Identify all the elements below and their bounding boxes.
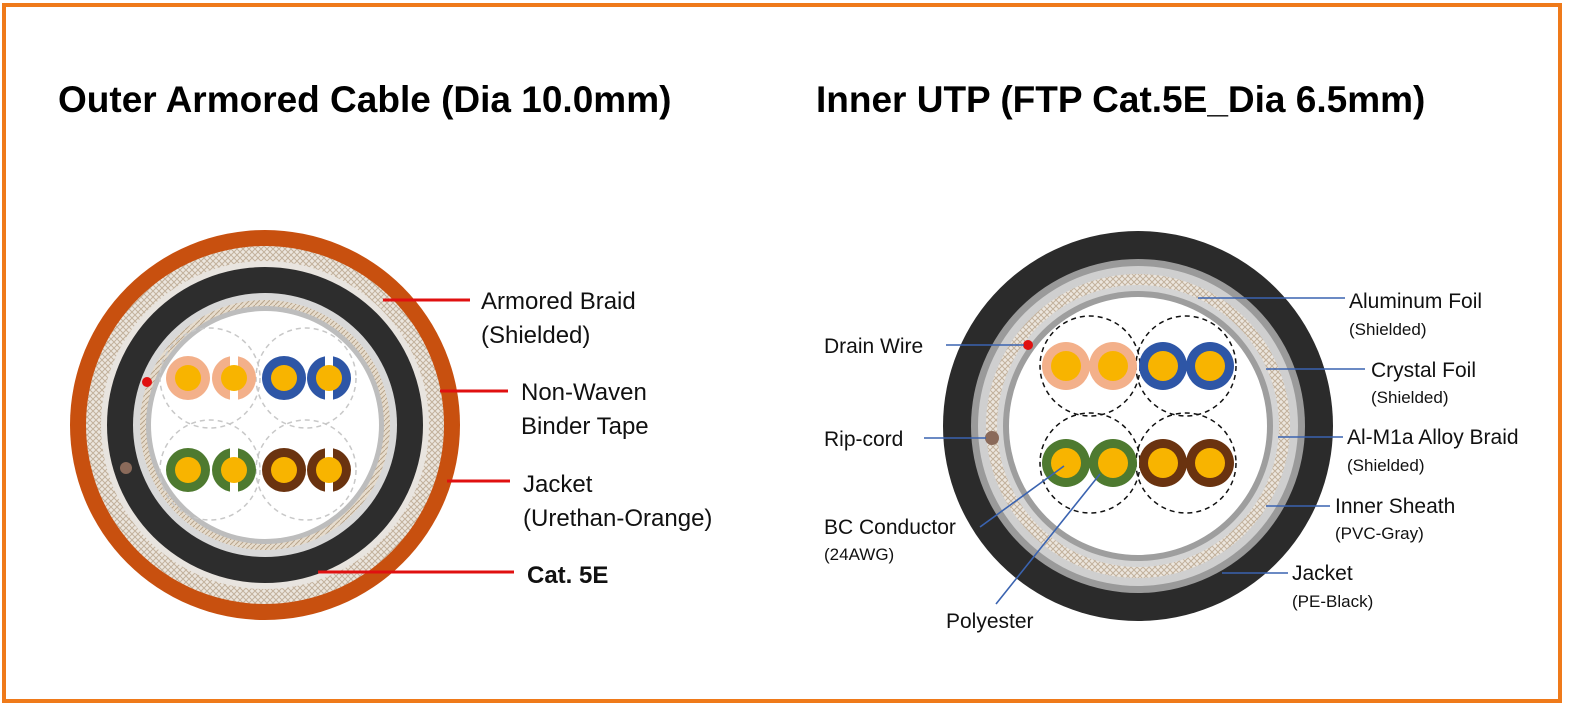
utp-pair-orange <box>1042 342 1137 390</box>
left-leader-lines <box>318 298 514 574</box>
utp-drain-wire-dot <box>1023 340 1033 350</box>
outer-cable-cross-section <box>70 230 460 620</box>
label-inner-sheath: Inner Sheath <box>1335 495 1455 518</box>
utp-core <box>1009 297 1267 555</box>
label-jacket-sub: (Urethan-Orange) <box>523 505 712 532</box>
label-crystal-foil-sub: (Shielded) <box>1371 388 1449 407</box>
label-binder-line1: Non-Waven <box>521 379 647 406</box>
label-alloy-braid-sub: (Shielded) <box>1347 456 1425 475</box>
label-polyester: Polyester <box>946 610 1034 633</box>
label-jacket: Jacket <box>523 471 593 498</box>
label-alloy-braid: Al-M1a Alloy Braid <box>1347 426 1519 449</box>
cable-core <box>151 311 379 539</box>
pair-orange <box>166 356 256 400</box>
label-drain-wire: Drain Wire <box>824 335 923 358</box>
rip-cord-dot <box>120 462 132 474</box>
pair-wrap-orange <box>159 327 261 429</box>
utp-pair-green <box>1042 439 1137 487</box>
label-crystal-foil: Crystal Foil <box>1371 359 1476 382</box>
utp-rip-cord-dot <box>985 431 999 445</box>
right-leader-lines <box>924 297 1365 605</box>
label-armored-braid: Armored Braid <box>481 288 636 315</box>
orange-frame <box>2 3 1562 703</box>
pair-brown <box>262 448 351 492</box>
label-armored-braid-sub: (Shielded) <box>481 322 590 349</box>
outer-cable-title: Outer Armored Cable (Dia 10.0mm) <box>58 79 672 120</box>
label-jacket-black: Jacket <box>1292 562 1353 585</box>
utp-pair-blue <box>1139 342 1234 390</box>
label-cat5e: Cat. 5E <box>527 562 608 589</box>
inner-utp-cross-section <box>943 231 1333 621</box>
inner-utp-title: Inner UTP (FTP Cat.5E_Dia 6.5mm) <box>816 79 1426 120</box>
label-aluminum-foil-sub: (Shielded) <box>1349 320 1427 339</box>
utp-pair-brown <box>1139 439 1234 487</box>
pair-green <box>166 448 256 492</box>
leader-bc-conductor <box>979 465 1065 528</box>
leader-polyester <box>995 473 1101 605</box>
label-binder-line2: Binder Tape <box>521 413 649 440</box>
label-bc-conductor-sub: (24AWG) <box>824 545 894 564</box>
label-inner-sheath-sub: (PVC-Gray) <box>1335 524 1424 543</box>
pair-blue <box>262 356 351 400</box>
label-jacket-black-sub: (PE-Black) <box>1292 592 1373 611</box>
label-aluminum-foil: Aluminum Foil <box>1349 290 1482 313</box>
drain-wire-dot <box>142 377 152 387</box>
label-bc-conductor: BC Conductor <box>824 516 956 539</box>
pair-wrap-green <box>159 419 261 521</box>
label-rip-cord: Rip-cord <box>824 428 903 451</box>
